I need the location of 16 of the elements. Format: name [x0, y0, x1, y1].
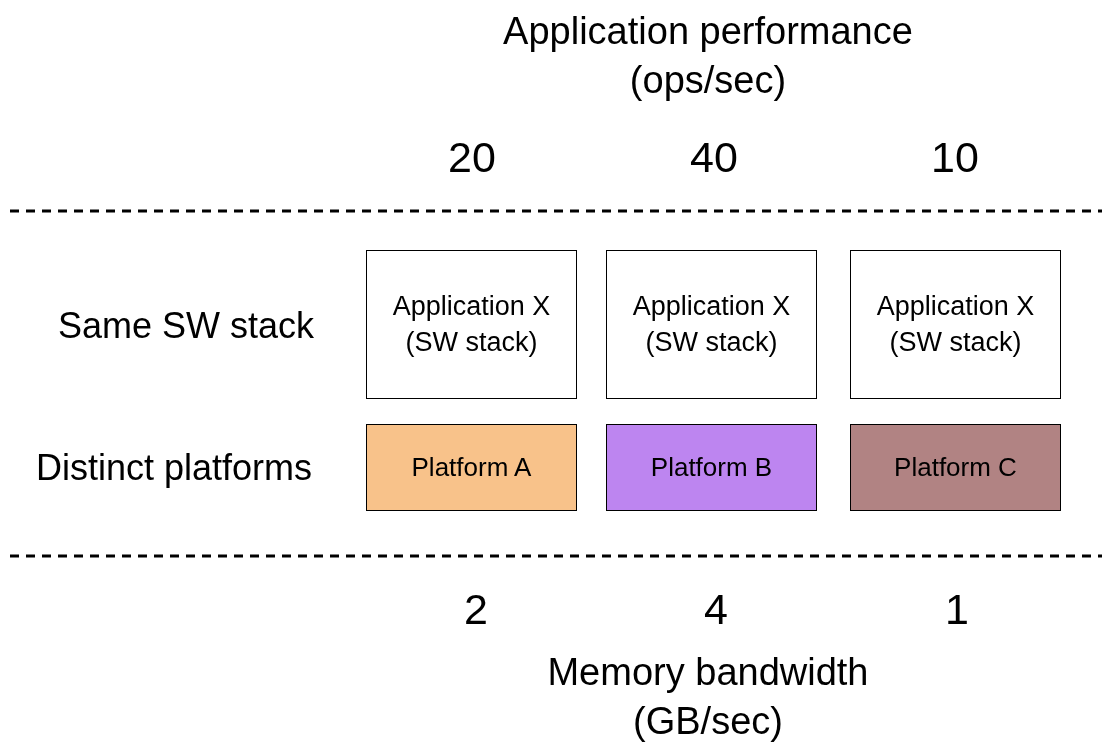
software-box: Application X (SW stack) [366, 250, 577, 399]
value: 20 [448, 132, 496, 184]
axis-title: Application performance (ops/sec) [502, 8, 914, 103]
value: 10 [931, 132, 979, 184]
platform-box: Platform B [606, 424, 817, 511]
value: 40 [690, 132, 738, 184]
software-box: Application X (SW stack) [606, 250, 817, 399]
row-label: Distinct platforms [35, 445, 313, 490]
platform-box: Platform C [850, 424, 1061, 511]
software-box: Application X (SW stack) [850, 250, 1061, 399]
value: 1 [945, 584, 969, 636]
value: 2 [464, 584, 488, 636]
value: 4 [704, 584, 728, 636]
row-label: Same SW stack [57, 303, 315, 348]
axis-title: Memory bandwidth (GB/sec) [546, 649, 870, 744]
platform-box: Platform A [366, 424, 577, 511]
